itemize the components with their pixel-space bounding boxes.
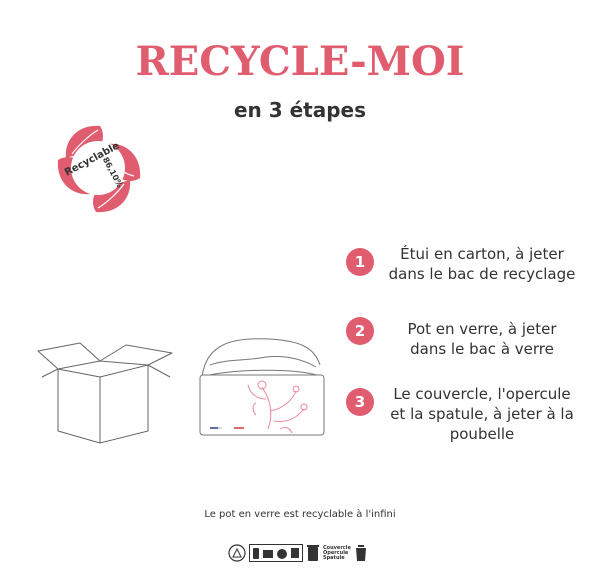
step-line: dans le bac à verre: [410, 340, 554, 358]
step-line: Pot en verre, à jeter: [407, 320, 557, 338]
triman-icon: [228, 544, 246, 562]
recycling-pictograms: Couvercle Opercule Spatule: [228, 542, 378, 564]
cream-jar-icon: [199, 338, 325, 436]
picto-label: Spatule: [323, 554, 345, 561]
step-line: et la spatule, à jeter à la: [390, 405, 574, 423]
step-line: poubelle: [449, 425, 515, 443]
step-text: Le couvercle, l'opercule et la spatule, …: [382, 384, 582, 444]
illustrations: [30, 325, 340, 450]
packaging-illustration: [37, 338, 325, 444]
step-text: Pot en verre, à jeter dans le bac à verr…: [382, 319, 582, 359]
step-line: Le couvercle, l'opercule: [393, 385, 571, 403]
recyclable-badge: Recyclable 86,10%: [48, 118, 148, 218]
page-title: RECYCLE-MOI: [135, 38, 465, 85]
footer-note: Le pot en verre est recyclable à l'infin…: [204, 509, 396, 520]
recycle-leaves-icon: [57, 125, 141, 213]
pictogram-labels: Couvercle Opercule Spatule: [323, 544, 351, 562]
packaging-glyph-icon: [249, 544, 303, 562]
step-text: Étui en carton, à jeter dans le bac de r…: [382, 244, 582, 284]
step-number: 3: [346, 388, 374, 416]
picto-label: Opercule: [323, 549, 349, 556]
cardboard-box-icon: [37, 342, 173, 444]
picto-label: Couvercle: [323, 544, 351, 551]
step-number: 2: [346, 317, 374, 345]
bin-icon: [354, 544, 368, 562]
step-line: Étui en carton, à jeter: [400, 245, 564, 263]
trash-icon: [306, 544, 320, 562]
floral-decoration: [247, 380, 308, 434]
step-number: 1: [346, 248, 374, 276]
page-subtitle: en 3 étapes: [233, 98, 367, 122]
step-line: dans le bac de recyclage: [388, 265, 576, 283]
